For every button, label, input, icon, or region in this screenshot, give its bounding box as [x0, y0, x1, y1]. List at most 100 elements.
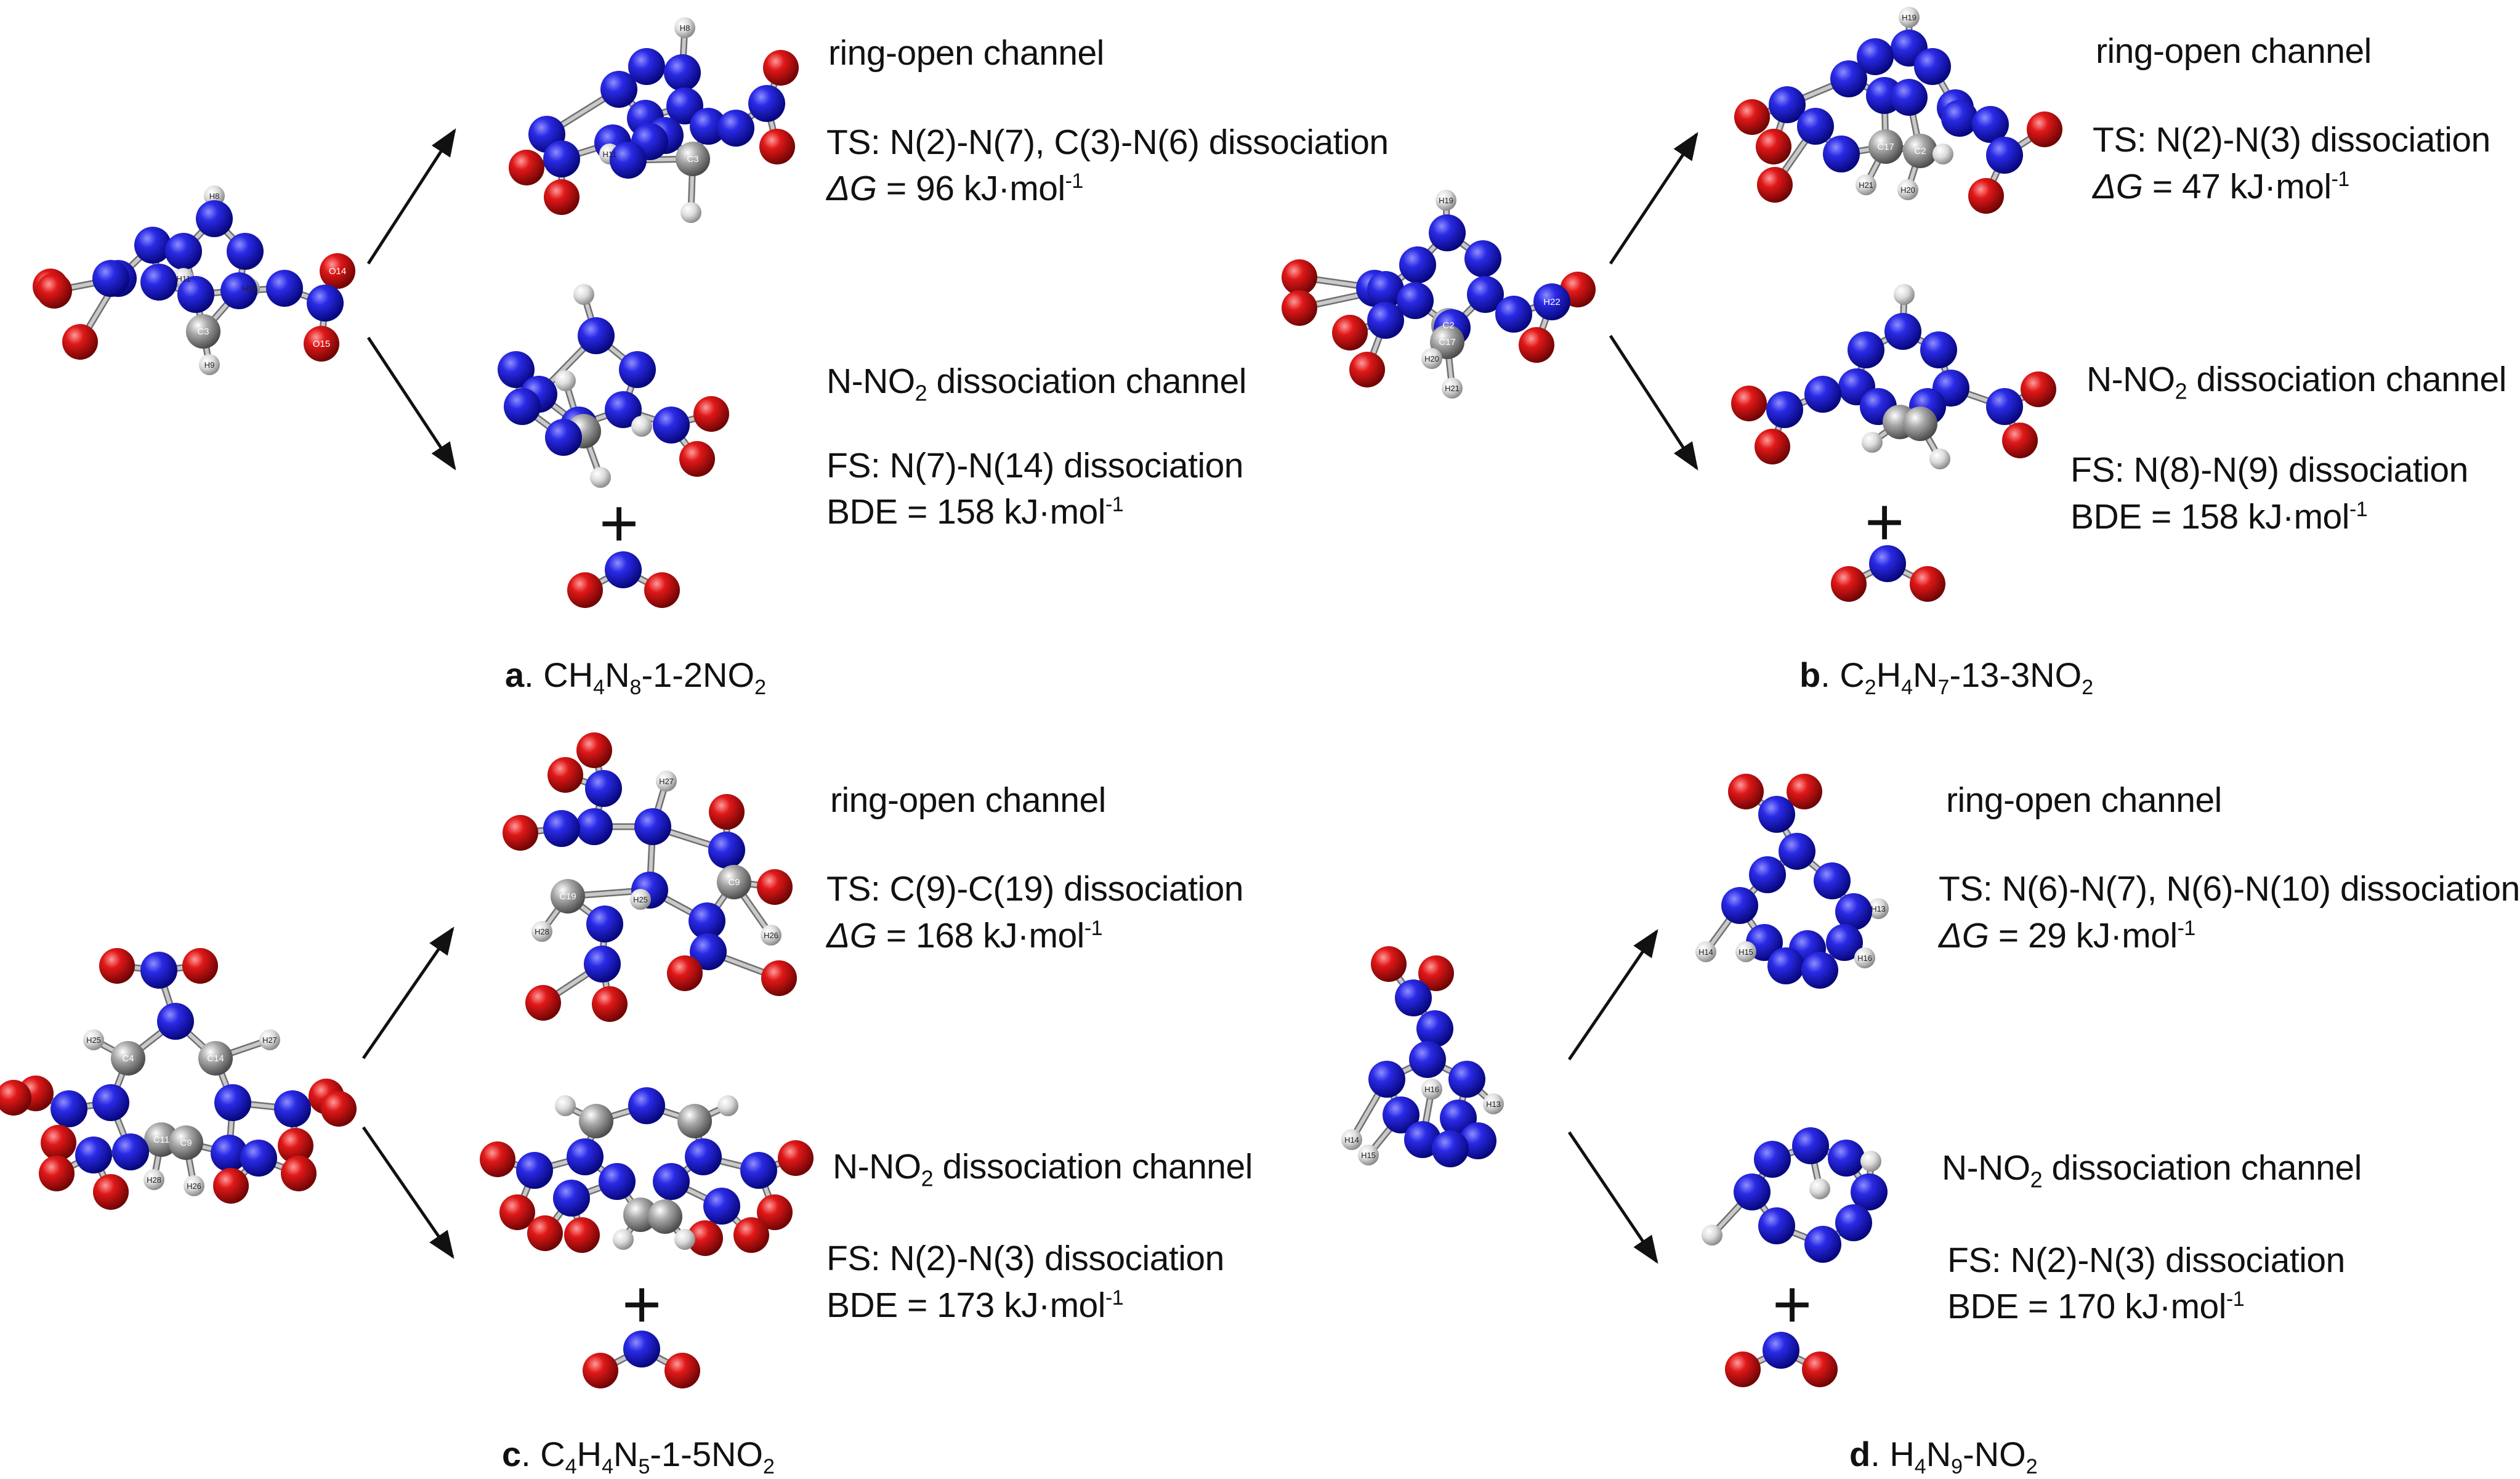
- oxygen-atom: [1968, 178, 2004, 214]
- nno2-title-post: dissociation channel: [2187, 360, 2507, 399]
- nitrogen-atom: [1826, 924, 1863, 961]
- nitrogen-atom: [600, 71, 637, 108]
- nitrogen-atom: [599, 1163, 636, 1200]
- caption-sub: 7: [1937, 676, 1950, 700]
- oxygen-atom: [182, 948, 218, 984]
- oxygen-atom: [757, 1194, 793, 1230]
- nitrogen-atom: [1804, 1226, 1841, 1263]
- atom-label: C17: [1439, 337, 1456, 347]
- oxygen-atom: [664, 1353, 700, 1388]
- hydrogen-atom: [531, 921, 552, 942]
- arrow-a-nno2: [366, 336, 456, 471]
- caption-part: -1-2NO: [641, 655, 755, 694]
- atom-label: H8: [209, 192, 220, 201]
- nitrogen-atom: [1367, 302, 1404, 339]
- caption-letter: a: [505, 655, 525, 694]
- panel-d-caption: d. H4N9-NO2: [1849, 1435, 2038, 1479]
- nitrogen-atom: [1383, 1096, 1420, 1133]
- nitrogen-atom: [1986, 137, 2023, 174]
- bde-value: BDE = 170 kJ·mol: [1947, 1287, 2226, 1326]
- caption-sub: 5: [638, 1455, 650, 1479]
- hydrogen-atom: [630, 889, 651, 910]
- oxygen-atom: [36, 273, 72, 309]
- oxygen-atom: [1725, 1351, 1761, 1387]
- nitrogen-atom: [266, 270, 303, 307]
- nitrogen-atom: [553, 1180, 590, 1217]
- nitrogen-atom: [1409, 1041, 1446, 1078]
- caption-sub: 2: [762, 1455, 775, 1479]
- caption-part: H: [1876, 655, 1902, 694]
- oxygen-atom: [1728, 774, 1764, 809]
- molecule-c-nno2-fs: [480, 1087, 814, 1256]
- bde-exponent: -1: [1105, 1286, 1124, 1310]
- bde-exponent: -1: [2226, 1287, 2245, 1311]
- oxygen-atom: [759, 129, 795, 164]
- oxygen-atom: [709, 794, 745, 830]
- nitrogen-atom: [1869, 545, 1906, 582]
- nitrogen-atom: [307, 285, 344, 322]
- nitrogen-atom: [75, 1137, 112, 1173]
- hydrogen-atom: [259, 1029, 280, 1050]
- nitrogen-atom: [740, 1152, 777, 1189]
- caption-part: -NO: [1963, 1435, 2026, 1473]
- hydrogen-atom: [1421, 1079, 1442, 1100]
- atom-label: H28: [147, 1175, 161, 1185]
- nitrogen-atom: [653, 1163, 690, 1200]
- nitrogen-atom: [543, 810, 580, 847]
- delta-g-value: = 168 kJ·mol: [876, 916, 1084, 955]
- nitrogen-atom: [1986, 388, 2023, 425]
- nitrogen-atom: [619, 351, 656, 388]
- atom-label: H9: [204, 360, 215, 370]
- panel-c-caption: c. C4H4N5-1-5NO2: [502, 1435, 775, 1479]
- panel-a-plus-sign: +: [599, 485, 639, 561]
- nno2-title-pre: N-NO: [2086, 360, 2175, 399]
- hydrogen-atom: [1856, 174, 1876, 195]
- oxygen-atom: [278, 1128, 313, 1164]
- bde-exponent: -1: [2349, 498, 2368, 521]
- nitrogen-atom: [1448, 1061, 1485, 1098]
- arrow-a-ring-open: [366, 128, 456, 265]
- panel-c-plus-sign: +: [622, 1266, 662, 1342]
- nitrogen-atom: [605, 391, 642, 428]
- panel-c-delta-g: ΔG = 168 kJ·mol-1: [826, 916, 1103, 955]
- nitrogen-atom: [1767, 947, 1804, 984]
- nitrogen-atom: [140, 952, 177, 989]
- hydrogen-atom: [1442, 378, 1463, 399]
- carbon-atom: [551, 879, 585, 914]
- carbon-atom: [1903, 134, 1937, 168]
- arrow-b-nno2: [1609, 334, 1698, 471]
- hydrogen-atom: [761, 925, 781, 946]
- atom-label: H19: [1439, 196, 1453, 205]
- atom-label: H26: [187, 1181, 201, 1191]
- atom-label: C3: [197, 326, 209, 337]
- panel-b-ts-text: TS: N(2)-N(3) dissociation: [2093, 120, 2490, 160]
- caption-part: -13-3NO: [1949, 655, 2082, 694]
- carbon-atom: [186, 314, 220, 349]
- atom-label: C2: [1442, 320, 1454, 331]
- oxygen-atom: [93, 1174, 129, 1210]
- nitrogen-atom: [1914, 48, 1951, 85]
- caption-part: .: [524, 655, 534, 694]
- nitrogen-atom: [1763, 1332, 1799, 1369]
- nitrogen-atom: [623, 1331, 660, 1368]
- atom-label: H25: [86, 1035, 101, 1045]
- oxygen-atom: [304, 326, 339, 362]
- caption-sub: 2: [2082, 676, 2094, 700]
- caption-part: .: [1870, 1435, 1880, 1473]
- oxygen-atom: [2021, 371, 2056, 407]
- molecule-b-nno2-fs: [1731, 284, 2056, 469]
- panel-d-bde: BDE = 170 kJ·mol-1: [1947, 1287, 2245, 1326]
- nitrogen-atom: [1429, 214, 1466, 251]
- oxygen-atom: [567, 572, 603, 608]
- panel-d-fs-text: FS: N(2)-N(3) dissociation: [1947, 1241, 2345, 1280]
- atom-label: H16: [1857, 954, 1872, 963]
- nitrogen-atom: [664, 54, 701, 91]
- atom-label: C9: [180, 1138, 192, 1148]
- arrow-d-nno2: [1567, 1131, 1658, 1264]
- oxygen-atom: [1755, 429, 1790, 464]
- caption-sub: 2: [754, 676, 766, 700]
- nitrogen-atom: [92, 260, 129, 297]
- panel-a-ring-open-title: ring-open channel: [828, 33, 1104, 73]
- nitrogen-atom: [610, 142, 647, 179]
